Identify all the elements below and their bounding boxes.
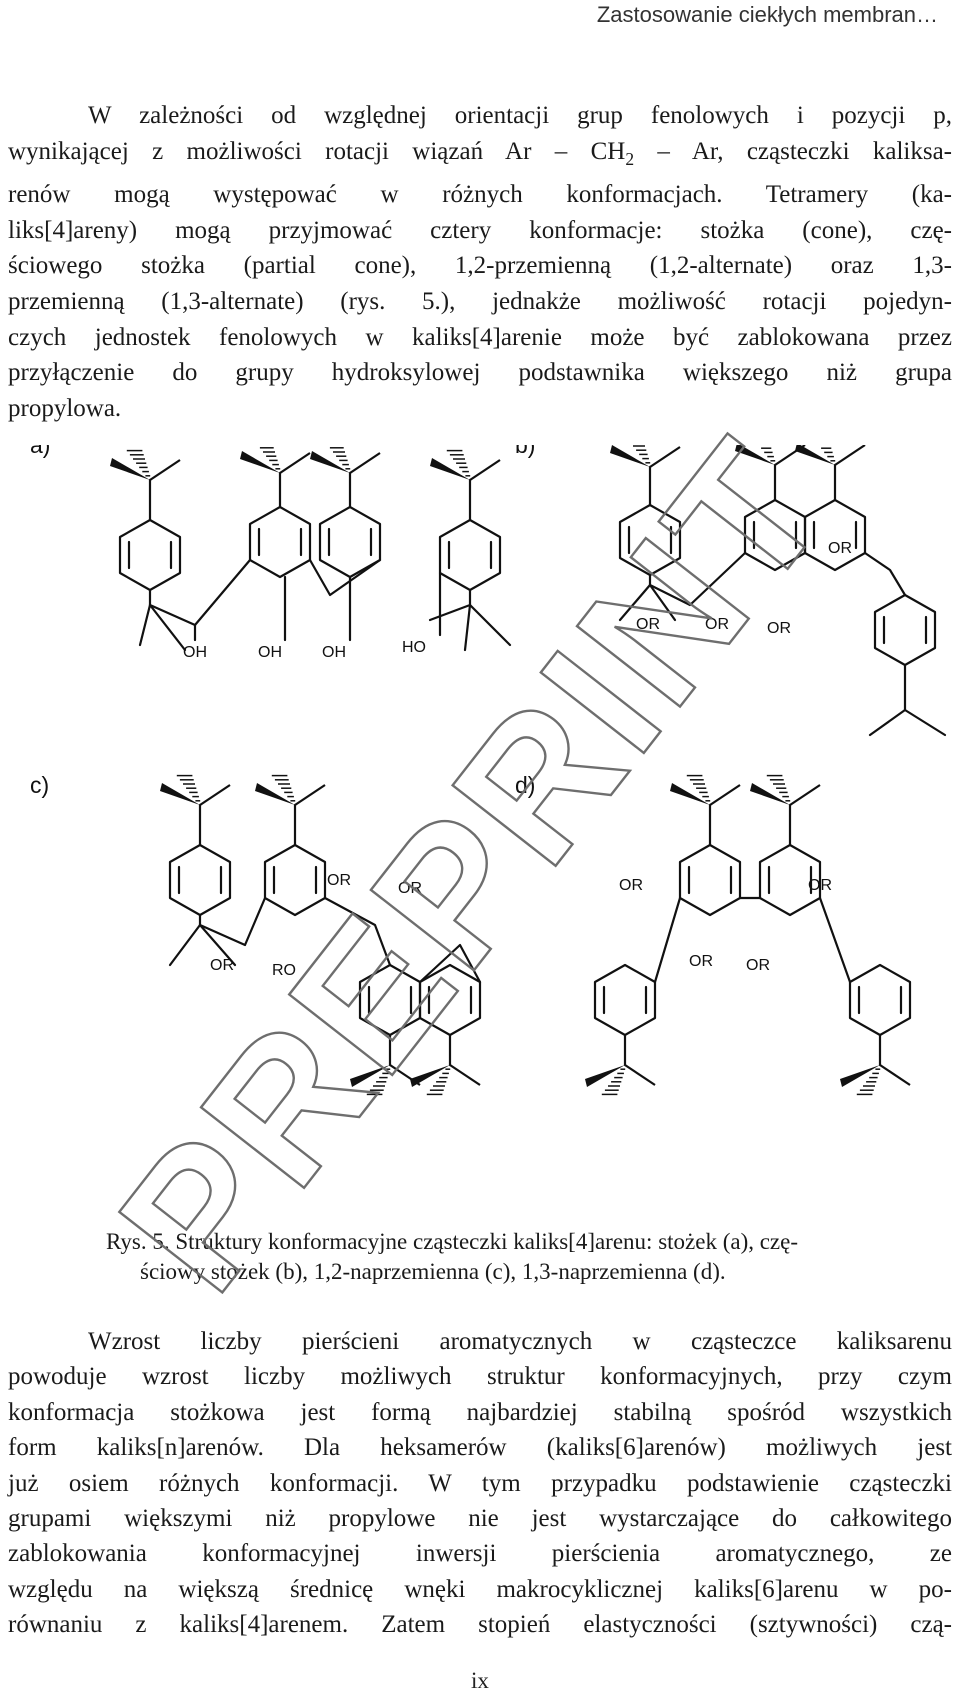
text-segment: wynikającej z możliwości rotacji wiązań … xyxy=(8,137,626,165)
or-label: OR xyxy=(210,957,234,974)
caption-line: Rys. 5. Struktury konformacyjne cząstecz… xyxy=(106,1229,799,1254)
text-line: zablokowania konformacyjnej inwersji pie… xyxy=(8,1540,952,1568)
oh-label: OH xyxy=(183,644,207,661)
or-label: OR xyxy=(746,957,770,974)
tert-butyl-group xyxy=(610,436,681,468)
or-label: OR xyxy=(398,880,422,897)
oh-label: OH xyxy=(258,644,282,661)
or-label: OR xyxy=(689,953,713,970)
text-line: powoduje wzrost liczby możliwych struktu… xyxy=(8,1363,952,1391)
caption-line: ściowy stożek (b), 1,2-naprzemienna (c),… xyxy=(140,1259,726,1284)
tert-butyl-group xyxy=(430,449,501,481)
text-line: przyłączenie do grupy hydroksylowej pods… xyxy=(8,359,952,387)
text-line: propylowa. xyxy=(8,394,122,422)
tert-butyl-group xyxy=(795,434,866,466)
oh-label: OH xyxy=(322,644,346,661)
text-line: już osiem różnych konformacji. W tym prz… xyxy=(8,1469,952,1497)
text-line: wynikającej z możliwości rotacji wiązań … xyxy=(8,134,952,178)
text-line: grupami większymi niż propylowe nie jest… xyxy=(8,1505,952,1533)
ro-label: RO xyxy=(272,962,296,979)
or-label: OR xyxy=(808,877,832,894)
panel-label-b: b) xyxy=(515,445,535,458)
paragraph-ring-count: Wzrost liczby pierścieni aromatycznych w… xyxy=(8,1324,952,1643)
tert-butyl-group xyxy=(110,449,181,481)
panel-label-a: a) xyxy=(30,445,50,458)
or-label: OR xyxy=(327,872,351,889)
structures-drawing: a) b) c) d) OH OH OH HO OR OR OR OR OR O… xyxy=(30,432,947,1096)
tert-butyl-group xyxy=(240,442,311,474)
tert-butyl-group xyxy=(735,434,806,466)
text-line: form kaliks[n]arenów. Dla heksamerów (ka… xyxy=(8,1434,952,1462)
paragraph-conformations: W zależności od względnej orientacji gru… xyxy=(8,98,952,426)
figure-calixarene-conformations: a) b) c) d) OH OH OH HO OR OR OR OR OR O… xyxy=(0,432,960,1215)
tert-butyl-group xyxy=(750,774,821,806)
structure-12-alternate xyxy=(168,803,482,1067)
text-line: względu na większą średnicę wnęki makroc… xyxy=(8,1575,952,1603)
structure-cone xyxy=(118,471,512,652)
subscript: 2 xyxy=(625,148,635,169)
running-header: Zastosowanie ciekłych membran… xyxy=(596,2,938,27)
text-line: czych jednostek fenolowych w kaliks[4]ar… xyxy=(8,323,952,351)
or-label: OR xyxy=(636,616,660,633)
structure-13-alternate xyxy=(593,803,912,1067)
text-line: ściowego stożka (partial cone), 1,2-prze… xyxy=(8,252,952,280)
text-line: liks[4]areny) mogą przyjmować cztery kon… xyxy=(8,216,952,244)
panel-label-d: d) xyxy=(515,772,535,798)
tert-butyl-group xyxy=(410,1064,481,1096)
tert-butyl-group xyxy=(310,442,381,474)
text-line: przemienną (1,3-alternate) (rys. 5.), je… xyxy=(8,287,952,315)
text-line: renów mogą występować w różnych konforma… xyxy=(8,181,952,209)
or-label: OR xyxy=(705,616,729,633)
or-label: OR xyxy=(619,877,643,894)
or-label: OR xyxy=(828,540,852,557)
text-line: Wzrost liczby pierścieni aromatycznych w… xyxy=(88,1328,952,1355)
text-line: równaniu z kaliks[4]arenem. Zatem stopie… xyxy=(8,1611,952,1639)
panel-label-c: c) xyxy=(30,772,49,798)
page-number: ix xyxy=(471,1668,489,1693)
text-line: konformacja stożkowa jest formą najbardz… xyxy=(8,1398,952,1426)
ho-label: HO xyxy=(402,639,426,656)
tert-butyl-group xyxy=(840,1064,911,1096)
tert-butyl-group xyxy=(670,774,741,806)
figure-caption: Rys. 5. Struktury konformacyjne cząstecz… xyxy=(106,1227,948,1287)
tert-butyl-group xyxy=(585,1064,656,1096)
tert-butyl-group xyxy=(255,774,326,806)
tert-butyl-group xyxy=(160,774,231,806)
or-label: OR xyxy=(767,620,791,637)
structure-partial-cone xyxy=(618,463,947,737)
tert-butyl-group xyxy=(350,1064,421,1096)
text-line: W zależności od względnej orientacji gru… xyxy=(88,102,952,129)
text-segment: – Ar, cząsteczki kaliksa- xyxy=(634,137,952,165)
